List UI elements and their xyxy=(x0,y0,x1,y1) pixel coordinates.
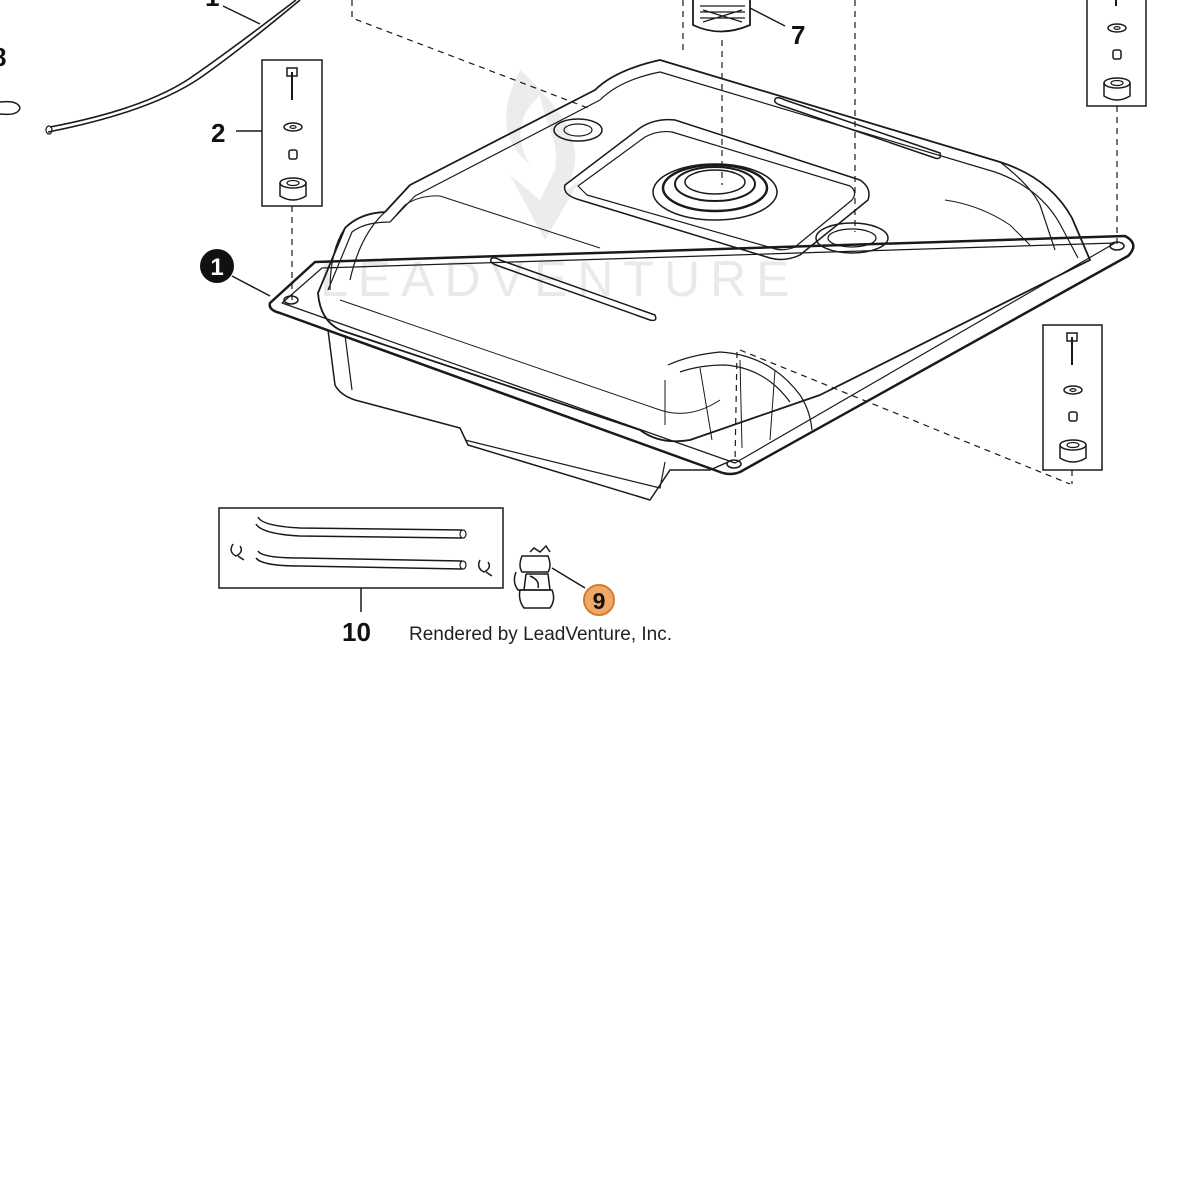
tank-flange xyxy=(268,234,1135,476)
assembly-guides xyxy=(291,0,1118,485)
tank-port-left xyxy=(553,118,603,142)
hose-clamp-left-icon xyxy=(230,543,245,561)
mounting-kit-box-bottom-right xyxy=(1042,324,1103,471)
filler-screen xyxy=(692,0,786,33)
hose-upper xyxy=(257,516,463,531)
fuel-valve xyxy=(513,544,555,609)
fuel-line xyxy=(47,0,301,133)
hose-clamp-right-icon xyxy=(477,559,493,577)
tank-rib-left xyxy=(489,257,657,322)
callout-1-badge[interactable]: 1 xyxy=(200,249,234,283)
callout-7[interactable]: 7 xyxy=(791,20,805,50)
clamp-icon xyxy=(0,100,21,116)
hose-kit-box xyxy=(218,507,504,612)
watermark-logo-icon xyxy=(506,70,580,240)
flange-hole-left xyxy=(283,295,299,305)
callout-8-partial[interactable]: 8 xyxy=(0,42,6,72)
fuel-tank xyxy=(268,59,1135,501)
mounting-kit-box-top-right xyxy=(1086,0,1147,107)
hose-lower xyxy=(257,550,463,562)
callout-1-partial[interactable]: 1 xyxy=(205,0,219,12)
tank-rib-right xyxy=(773,97,942,160)
tank-lower-body xyxy=(327,329,729,501)
callout-2[interactable]: 2 xyxy=(211,118,225,148)
watermark: LEADVENTURE xyxy=(320,70,790,307)
flange-hole-front xyxy=(726,459,742,469)
callout-10[interactable]: 10 xyxy=(342,617,371,647)
mounting-kit-box-left xyxy=(261,59,323,207)
callout-9-badge[interactable]: 9 xyxy=(583,584,615,616)
callout-1[interactable]: 1 xyxy=(210,254,223,281)
callout-9[interactable]: 9 xyxy=(593,588,606,614)
tank-filler-neck xyxy=(652,163,778,221)
render-credit: Rendered by LeadVenture, Inc. xyxy=(409,624,672,645)
callout-9-highlight xyxy=(583,584,615,616)
tank-port-right xyxy=(815,222,889,254)
tank-center-panel xyxy=(563,118,870,261)
